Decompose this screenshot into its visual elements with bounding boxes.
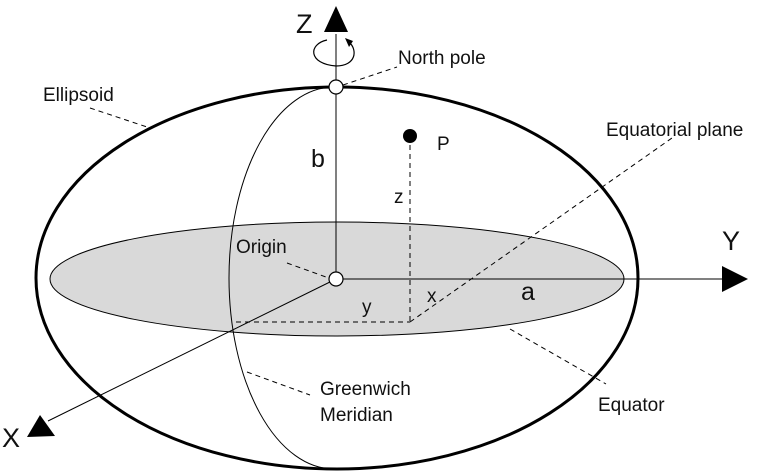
point-p-label: P	[437, 134, 450, 155]
y-axis-label: Y	[722, 226, 740, 256]
greenwich-label-line2: Meridian	[320, 405, 393, 426]
equatorial-plane-label: Equatorial plane	[606, 120, 743, 141]
rotation-arrowhead	[345, 38, 353, 47]
north-pole-marker	[328, 79, 344, 95]
y-axis-arrow	[722, 266, 748, 292]
greenwich-leader	[246, 371, 311, 396]
greenwich-label-line1: Greenwich	[320, 379, 411, 400]
rotation-arrow	[313, 39, 355, 67]
greenwich-meridian-curve	[228, 86, 335, 470]
north-pole-leader	[342, 66, 398, 86]
ellipsoid-leader	[89, 107, 151, 129]
coord-y-label: y	[362, 297, 372, 318]
semi-major-axis-label: a	[521, 278, 535, 306]
x-axis-arrow	[27, 415, 55, 437]
ellipsoid-label: Ellipsoid	[43, 85, 114, 106]
x-axis-label: X	[2, 423, 20, 453]
z-axis-arrow	[324, 6, 348, 32]
equator-label: Equator	[598, 395, 665, 416]
point-p-marker	[403, 129, 417, 143]
origin-label: Origin	[236, 237, 287, 258]
semi-minor-axis-label: b	[311, 145, 325, 173]
equator-leader	[509, 328, 607, 385]
z-axis-label: Z	[296, 9, 313, 39]
x-axis-line	[47, 278, 337, 422]
coord-x-label: x	[427, 286, 437, 307]
coord-z-label: z	[394, 187, 404, 208]
origin-marker	[328, 271, 344, 287]
north-pole-label: North pole	[398, 48, 486, 69]
origin-leader	[286, 262, 327, 278]
